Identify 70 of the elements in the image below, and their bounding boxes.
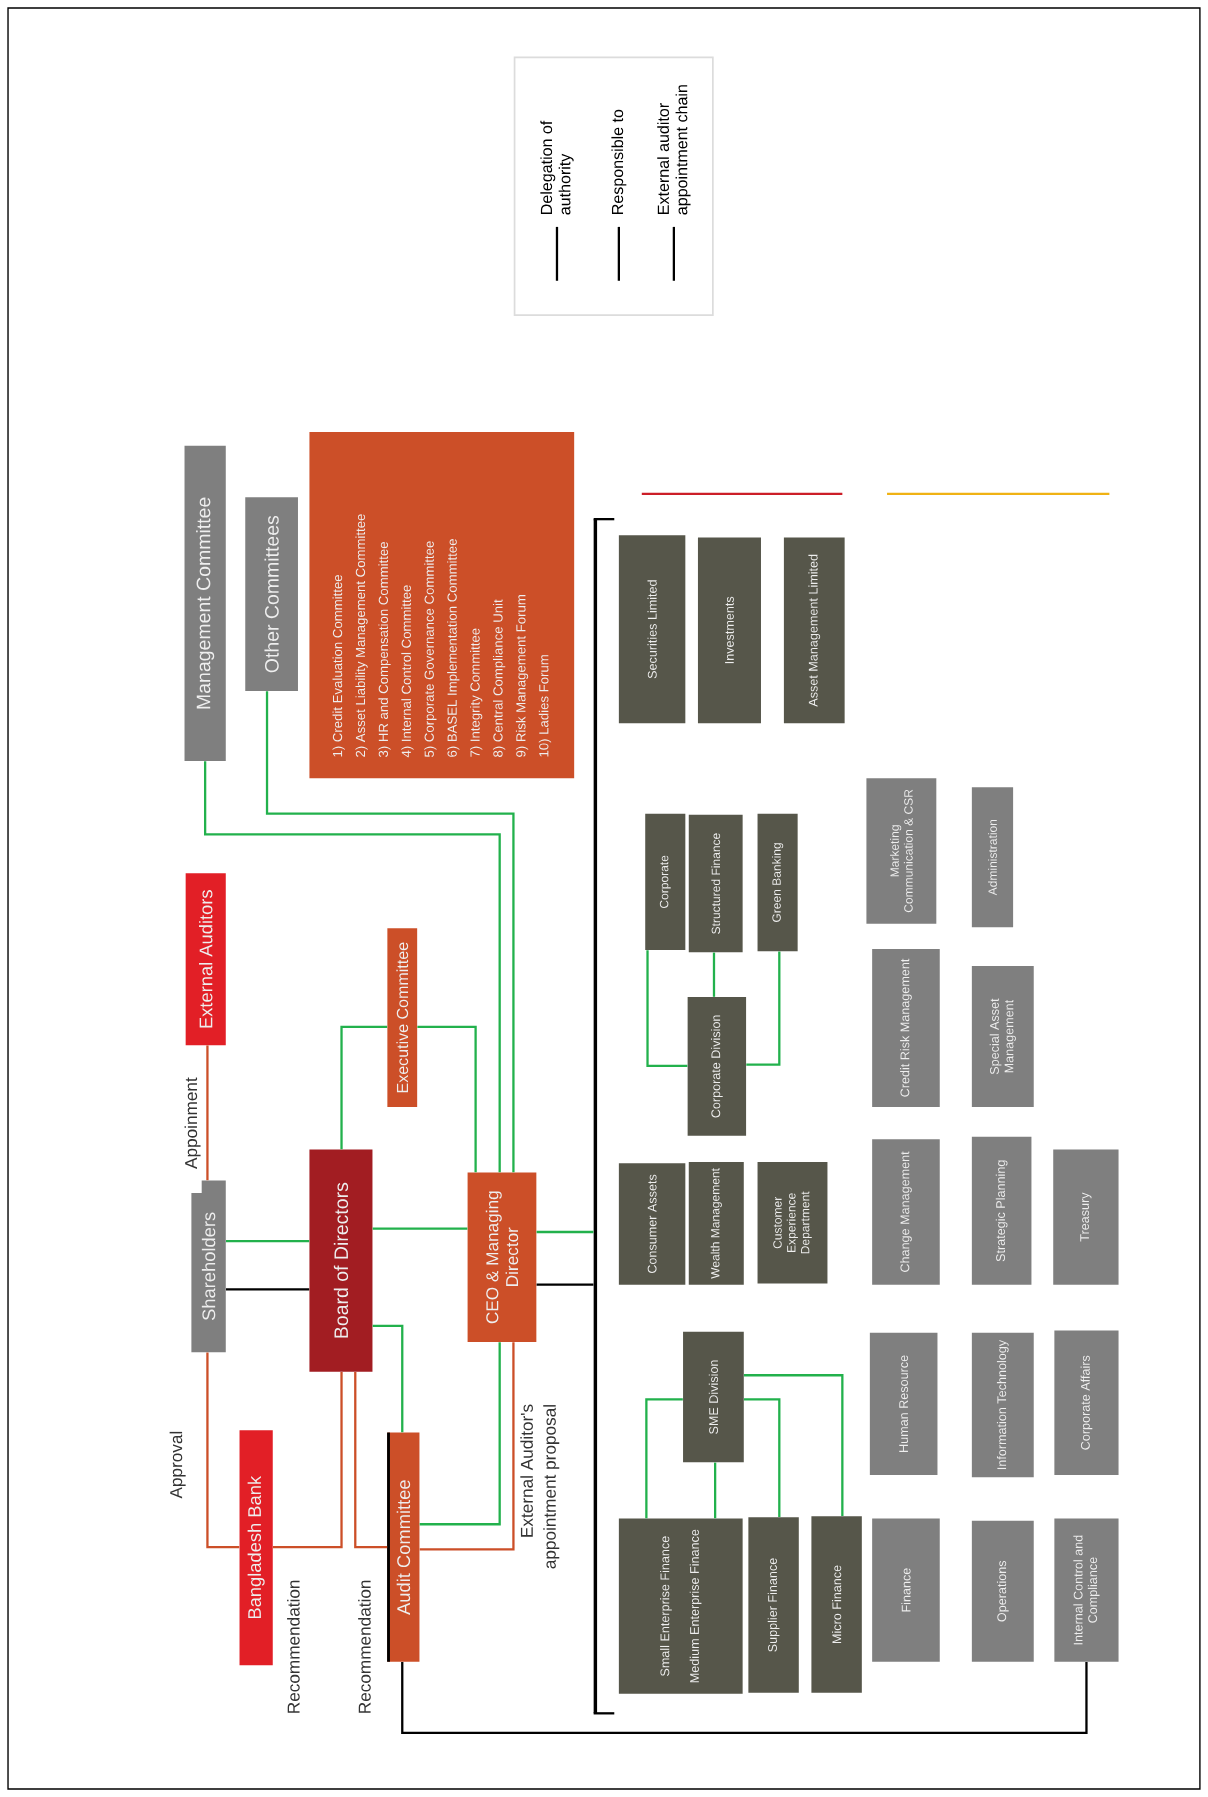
- connector-line: [714, 1462, 717, 1519]
- connector-line: [372, 1227, 468, 1230]
- edge-label: Recommendation: [285, 1559, 301, 1734]
- org-box: Treasury: [1053, 1149, 1119, 1285]
- org-box: Micro Finance: [811, 1516, 862, 1693]
- org-box: Corporate Division: [687, 997, 747, 1136]
- connector-line: [744, 1398, 781, 1518]
- legend-label: External auditor appointment chain: [657, 85, 691, 215]
- connector-line: [646, 950, 688, 1067]
- org-box: Strategic Planning: [971, 1136, 1032, 1285]
- connector-line: [273, 1372, 343, 1549]
- org-box: Executive Committee: [387, 928, 418, 1108]
- connector-line: [265, 691, 515, 1173]
- connector-line: [226, 1288, 310, 1291]
- org-box: CEO & Managing Director: [467, 1172, 537, 1342]
- org-box: Special Asset Management: [971, 966, 1034, 1108]
- org-box: Internal Control and Compliance: [1054, 1518, 1119, 1662]
- org-box: Shareholders: [191, 1180, 226, 1353]
- org-box: Securities Limited: [618, 535, 686, 724]
- org-box: Investments: [698, 537, 761, 724]
- org-box: Green Banking: [757, 813, 798, 952]
- org-box: Structured Finance: [688, 814, 743, 953]
- org-box: SME Division: [683, 1331, 744, 1463]
- connector-line: [536, 1230, 594, 1234]
- org-box: Marketing Communication & CSR: [866, 778, 937, 924]
- connector-line: [419, 1342, 501, 1526]
- org-box: Other Committees: [245, 497, 298, 692]
- edge-label: Appoinment: [183, 1053, 202, 1193]
- committee-list-box: 1) Credit Evaluation Committee 2) Asset Liability Management Committee 3) HR and Compensation Committee 4) Internal Control Committee 5) Corporate Governance Committee 6) BASEL Implementation Committee 7) Integrity Committee 8) Central Compliance Unit 9) Risk Management Forum 10) Ladies Forum: [309, 432, 575, 779]
- connector-line: [645, 1398, 683, 1519]
- edge-label: External Auditor's appointment proposal: [519, 1402, 561, 1623]
- connector-line: [206, 1352, 240, 1549]
- connector-line: [340, 1025, 388, 1150]
- org-box: Audit Committee: [387, 1432, 420, 1662]
- org-box: Bangladesh Bank: [239, 1430, 273, 1666]
- connector-line: [536, 1283, 594, 1286]
- connector-line: [419, 1342, 515, 1551]
- org-box: Information Technology: [971, 1332, 1034, 1478]
- connector-line: [744, 1374, 844, 1516]
- org-box: Change Management: [872, 1139, 940, 1285]
- org-box: Consumer Assets: [618, 1163, 686, 1285]
- org-box: Credit Risk Management: [872, 948, 940, 1108]
- connector-line: [712, 952, 716, 997]
- org-box: Board of Directors: [309, 1149, 373, 1372]
- connector-line: [401, 1662, 1088, 1734]
- connector-line: [746, 951, 781, 1066]
- org-box: Finance: [872, 1518, 940, 1662]
- org-box: Management Committee: [184, 445, 226, 761]
- org-box: Supplier Finance: [748, 1517, 799, 1693]
- connector-line: [354, 1372, 388, 1549]
- org-box: Corporate: [645, 813, 686, 951]
- org-box: Human Resource: [869, 1332, 938, 1475]
- bracket: [593, 518, 615, 1715]
- org-box: Small Enterprise Finance Medium Enterprise Finance: [618, 1518, 743, 1694]
- org-box: Customer Experience Department: [757, 1162, 828, 1284]
- connector-line: [226, 1240, 310, 1243]
- org-box: Operations: [971, 1520, 1034, 1662]
- connector-line: [372, 1324, 404, 1433]
- org-box: External Auditors: [185, 873, 226, 1046]
- connector-line: [204, 761, 501, 1173]
- connector-line: [417, 1025, 477, 1173]
- legend-label: Responsible to: [611, 109, 627, 214]
- org-box: Asset Management Limited: [783, 537, 845, 724]
- legend-label: Delegation of authority: [540, 120, 574, 215]
- edge-label: Approval: [168, 1394, 187, 1535]
- org-box: Wealth Management: [688, 1162, 744, 1285]
- org-box: Administration: [971, 787, 1014, 928]
- connector-line: [206, 1045, 209, 1181]
- org-box: Corporate Affairs: [1054, 1330, 1119, 1475]
- edge-label: Recommendation: [357, 1559, 372, 1734]
